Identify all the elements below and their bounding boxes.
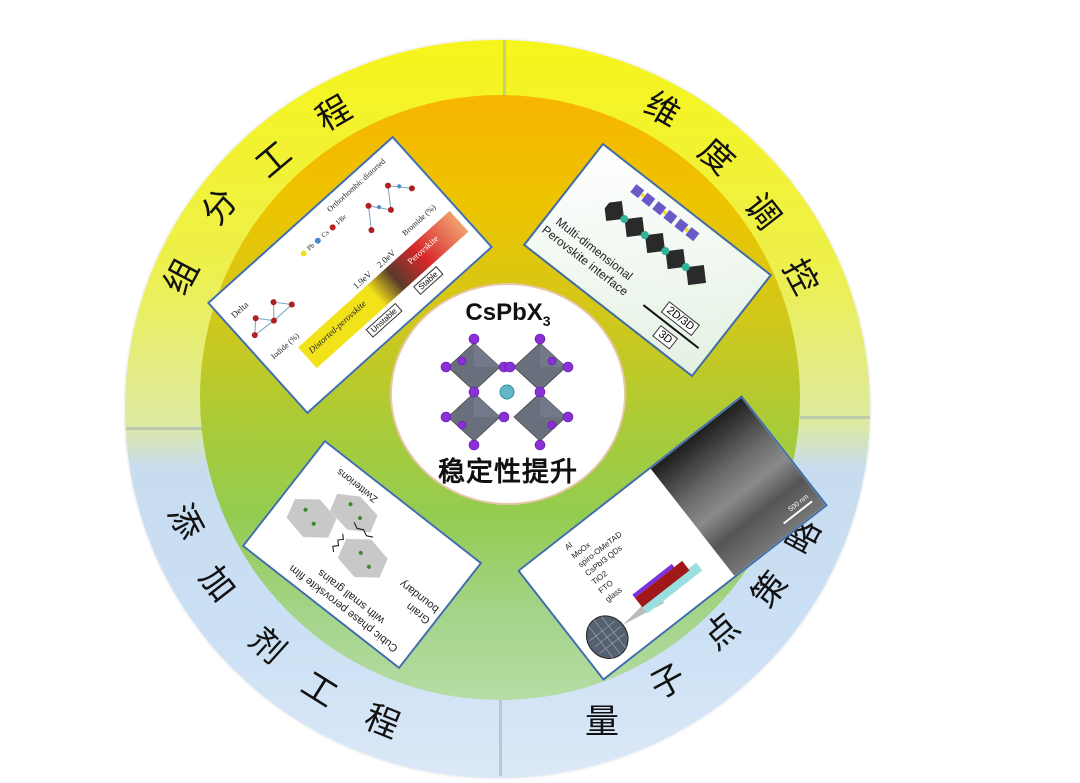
legend-pb: Pb xyxy=(305,241,317,253)
formula-subscript: 3 xyxy=(542,312,551,329)
label-qd-char-1: 量 xyxy=(585,702,619,742)
legend-halide: I/Br xyxy=(334,212,349,227)
formula-title: CsPbX3 xyxy=(392,299,624,329)
orthorhombic-structure-icon xyxy=(365,182,415,234)
divider-top xyxy=(503,40,506,110)
halide-atom-icon xyxy=(328,223,337,232)
grains-illustration-icon xyxy=(286,493,388,578)
cs-atom-icon xyxy=(313,236,323,245)
center-circle: CsPbX3 稳定性提升 xyxy=(390,283,626,505)
perovskite-crystal-icon xyxy=(440,333,574,451)
center-title: 稳定性提升 xyxy=(438,457,578,488)
formula-main: CsPbX xyxy=(465,299,543,326)
divider-bottom xyxy=(499,700,502,776)
legend-cs: Cs xyxy=(319,228,331,240)
perovskite-lattice-icon xyxy=(604,184,707,286)
dimension-panel: Multi-dimensional Perovskite interface 2… xyxy=(522,142,773,378)
device-stack-icon xyxy=(585,560,703,659)
composition-panel: Distorted-perovskite Perovskite Delta Or… xyxy=(206,135,494,415)
delta-structure-icon xyxy=(251,299,295,339)
divider-left xyxy=(126,427,204,430)
pb-atom-icon xyxy=(299,249,308,258)
divider-right xyxy=(800,416,870,419)
quantum-dot-panel: 500 nm Al MoOx spiro-OMeTAD CsPbI3 QDs T… xyxy=(517,395,828,681)
atom-legend: Pb Cs I/Br xyxy=(299,213,348,258)
additive-panel: Cubic phase perovskite film with small g… xyxy=(241,439,483,670)
